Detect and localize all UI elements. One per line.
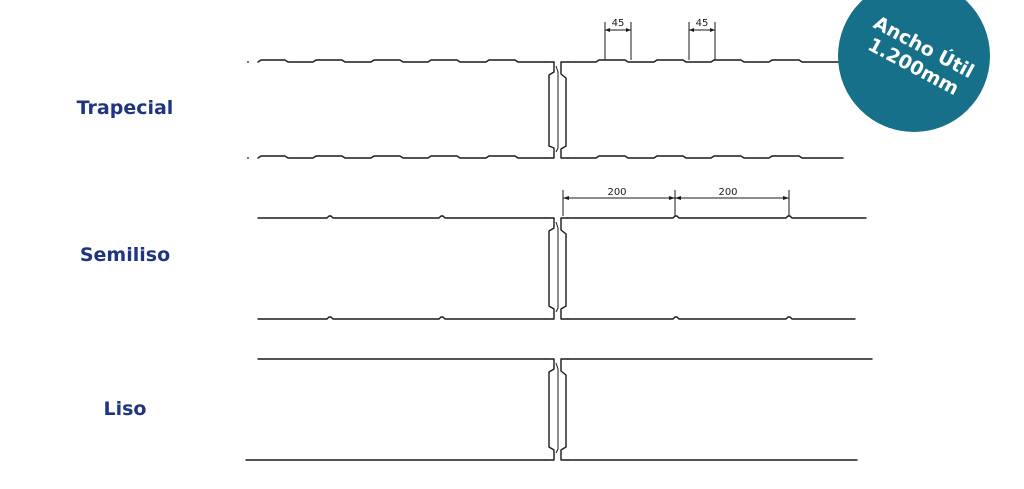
semiliso-panel: 200 200 bbox=[257, 187, 867, 320]
trapecial-dimension-1-label: 45 bbox=[612, 18, 625, 29]
semiliso-bottom-face-right bbox=[567, 316, 856, 320]
width-badge: Ancho Útil 1.200mm bbox=[838, 0, 990, 132]
semiliso-joint-left bbox=[545, 217, 555, 320]
liso-panel bbox=[245, 358, 873, 461]
trapecial-joint-right bbox=[560, 61, 569, 159]
semiliso-top-face-right bbox=[567, 215, 867, 219]
semiliso-dimension-1-label: 200 bbox=[607, 187, 626, 198]
trapecial-top-face-left bbox=[257, 59, 547, 63]
liso-joint-right bbox=[560, 358, 569, 461]
trapecial-joint-left bbox=[545, 61, 555, 159]
semiliso-dimension-2-label: 200 bbox=[718, 187, 737, 198]
profile-label-liso: Liso bbox=[103, 398, 147, 420]
semiliso-dimension-1: 200 bbox=[562, 187, 676, 216]
trapecial-bottom-face-right bbox=[567, 155, 844, 159]
trapecial-dimension-1: 45 bbox=[604, 18, 632, 60]
liso-joint-left bbox=[545, 358, 555, 461]
trapecial-dimension-2: 45 bbox=[688, 18, 716, 60]
trapecial-bottom-face-left bbox=[257, 155, 547, 159]
profile-label-trapecial: Trapecial bbox=[76, 97, 174, 119]
semiliso-dimension-2: 200 bbox=[674, 187, 790, 216]
trapecial-dimension-2-label: 45 bbox=[696, 18, 709, 29]
semiliso-top-face-left bbox=[257, 215, 547, 219]
semiliso-bottom-face-left bbox=[257, 316, 547, 320]
trapecial-panel: 45 45 bbox=[247, 18, 844, 159]
width-badge-circle bbox=[838, 0, 990, 132]
trapecial-top-face-right bbox=[567, 59, 841, 63]
semiliso-joint-right bbox=[560, 217, 569, 320]
profile-label-semiliso: Semiliso bbox=[79, 244, 171, 266]
